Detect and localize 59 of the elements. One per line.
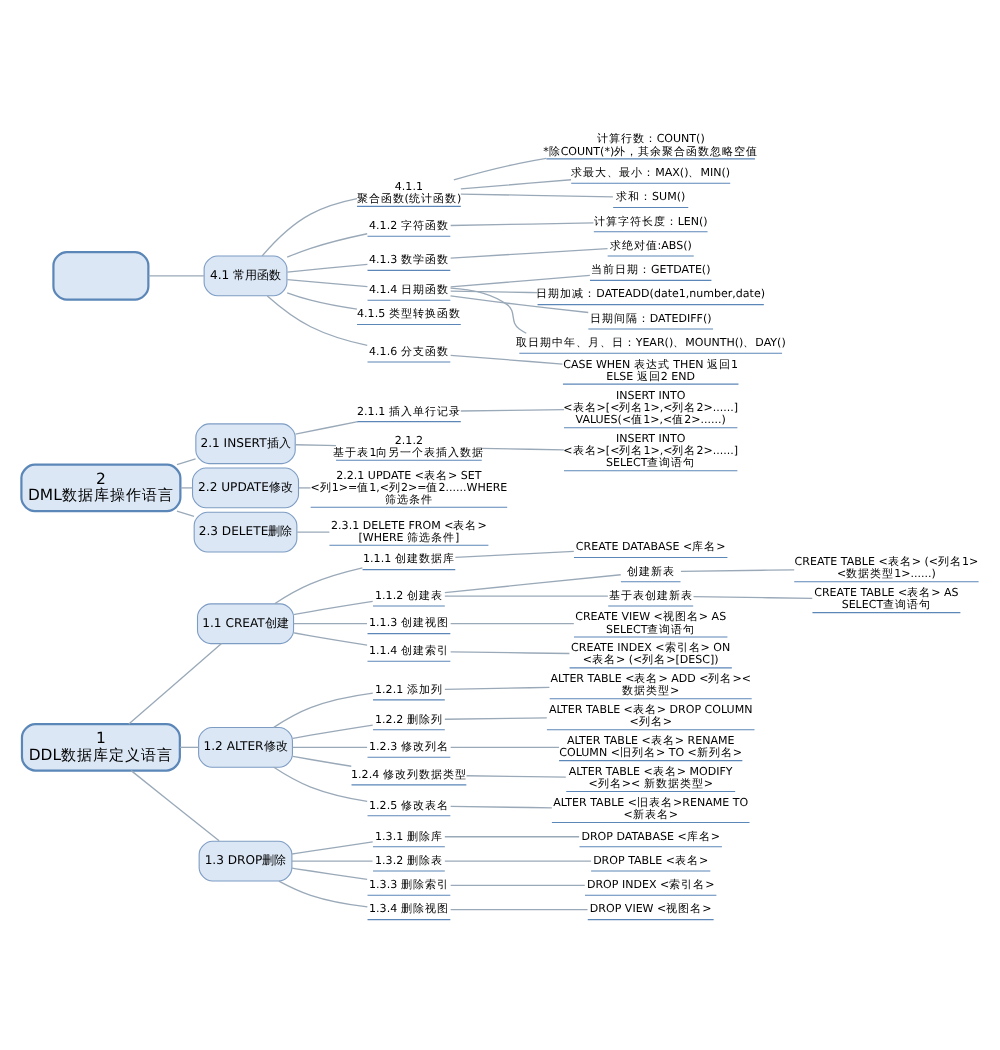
connector bbox=[692, 595, 813, 599]
connector bbox=[273, 566, 364, 604]
connector bbox=[293, 599, 374, 615]
connector bbox=[180, 486, 194, 488]
connector bbox=[273, 765, 368, 802]
connector bbox=[450, 247, 609, 258]
connector bbox=[266, 294, 368, 346]
connector bbox=[680, 568, 795, 572]
connector bbox=[128, 641, 223, 724]
connector bbox=[273, 691, 374, 727]
connector bbox=[481, 446, 565, 450]
connector bbox=[293, 622, 368, 624]
connector bbox=[286, 232, 368, 257]
connector bbox=[453, 156, 547, 180]
connector bbox=[176, 457, 197, 465]
connector bbox=[454, 549, 575, 558]
connector bbox=[450, 289, 539, 293]
node-box bbox=[52, 250, 150, 300]
connector bbox=[460, 192, 614, 197]
connector bbox=[444, 594, 609, 596]
connector bbox=[294, 420, 359, 434]
connector bbox=[292, 754, 352, 766]
connector bbox=[291, 840, 374, 854]
connector bbox=[444, 835, 580, 837]
connector bbox=[460, 407, 565, 411]
connector bbox=[460, 178, 572, 189]
connector bbox=[147, 274, 205, 276]
connector bbox=[444, 685, 551, 689]
connector bbox=[449, 286, 527, 333]
connector bbox=[450, 745, 560, 747]
connector bbox=[261, 197, 358, 256]
connector bbox=[293, 631, 368, 645]
connector bbox=[444, 859, 592, 861]
connector bbox=[450, 908, 589, 910]
connector bbox=[450, 353, 564, 364]
connector bbox=[286, 262, 369, 272]
connector bbox=[296, 530, 331, 532]
connector bbox=[450, 273, 591, 287]
connector bbox=[278, 879, 369, 907]
connector bbox=[286, 291, 358, 309]
connector bbox=[298, 486, 312, 488]
connector bbox=[450, 221, 595, 226]
connector bbox=[292, 745, 368, 747]
connector bbox=[450, 883, 586, 885]
connector bbox=[179, 745, 200, 747]
connector bbox=[286, 277, 369, 287]
connector bbox=[176, 509, 195, 517]
connector bbox=[450, 622, 575, 624]
connector bbox=[444, 573, 622, 593]
connector bbox=[444, 716, 548, 719]
connector bbox=[291, 866, 368, 880]
connector bbox=[294, 443, 337, 446]
connector bbox=[450, 650, 571, 654]
connector bbox=[291, 859, 374, 861]
connector bbox=[130, 769, 220, 841]
connector bbox=[465, 774, 567, 777]
connector bbox=[450, 804, 553, 808]
connector bbox=[449, 294, 589, 313]
connector bbox=[292, 723, 374, 739]
